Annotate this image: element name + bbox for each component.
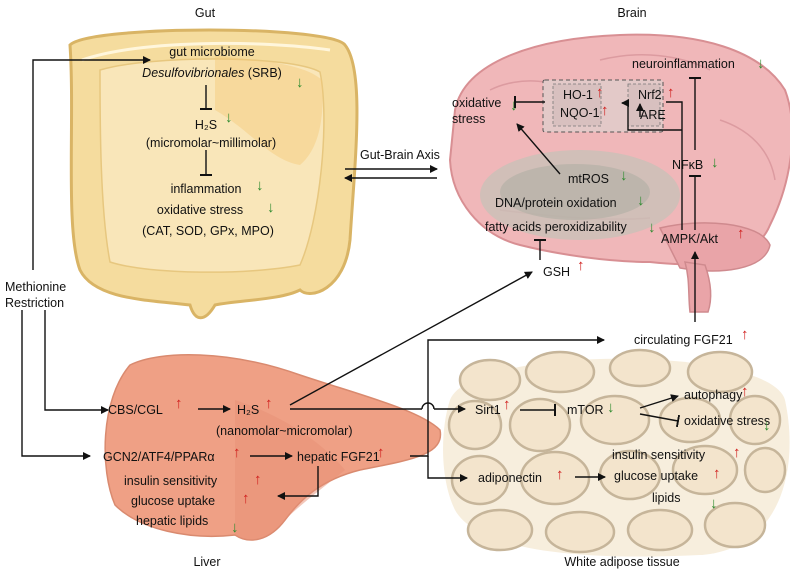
liver-organ-illustration bbox=[104, 354, 442, 541]
autophagy-up-arrow: ↑ bbox=[741, 383, 749, 400]
adipose-tissue-illustration bbox=[443, 348, 790, 557]
gsh-up-arrow: ↑ bbox=[577, 257, 585, 274]
sirt1-up-arrow: ↑ bbox=[503, 396, 511, 413]
gut-microbiome-label: gut microbiome bbox=[169, 45, 255, 59]
ho1-up-arrow: ↑ bbox=[596, 84, 604, 101]
brain-region-title: Brain bbox=[617, 6, 647, 20]
gut-brain-axis-label: Gut-Brain Axis bbox=[360, 148, 440, 162]
circulating-fgf21-label: circulating FGF21 bbox=[634, 333, 733, 347]
adipose-insulin-sensitivity-label: insulin sensitivity bbox=[612, 448, 706, 462]
mtros-down-arrow: ↓ bbox=[620, 167, 628, 184]
cbs-cgl-up-arrow: ↑ bbox=[175, 395, 183, 412]
adipose-lipids-label: lipids bbox=[652, 491, 681, 505]
hepatic-lipids-label: hepatic lipids bbox=[136, 514, 209, 528]
adipose-oxidative-stress-down-arrow: ↓ bbox=[763, 417, 771, 434]
liver-h2s-label: H₂S bbox=[237, 403, 260, 417]
gut-h2s-down-arrow: ↓ bbox=[225, 109, 233, 126]
brain-oxidative-stress-label-1: oxidative bbox=[452, 96, 502, 110]
dna-oxidation-down-arrow: ↓ bbox=[637, 192, 645, 209]
nqo1-label: NQO-1 bbox=[560, 106, 600, 120]
gut-h2s-label: H₂S bbox=[194, 118, 218, 132]
liver-glucose-up-arrow: ↑ bbox=[242, 490, 250, 507]
circulating-fgf21-up-arrow: ↑ bbox=[741, 326, 749, 343]
nfkb-label: NFκB bbox=[672, 158, 704, 172]
ampk-up-arrow: ↑ bbox=[737, 225, 745, 242]
gut-oxidative-stress-label: oxidative stress bbox=[156, 203, 244, 217]
adipose-glucose-uptake-label: glucose uptake bbox=[614, 469, 699, 483]
autophagy-label: autophagy bbox=[684, 388, 743, 402]
brain-oxidative-stress-label-2: stress bbox=[452, 112, 486, 126]
gut-organ-illustration bbox=[68, 28, 359, 320]
dna-protein-oxidation-label: DNA/protein oxidation bbox=[495, 196, 617, 210]
neuroinflammation-down-arrow: ↓ bbox=[757, 55, 765, 72]
adipose-insulin-up-arrow: ↑ bbox=[733, 444, 741, 461]
gut-region-title: Gut bbox=[194, 6, 216, 20]
ho1-label: HO-1 bbox=[563, 88, 593, 102]
adipose-glucose-up-arrow: ↑ bbox=[713, 465, 721, 482]
adipose-oxidative-stress-label: oxidative stress bbox=[684, 414, 771, 428]
neuroinflammation-label: neuroinflammation bbox=[632, 57, 735, 71]
adiponectin-label: adiponectin bbox=[478, 471, 542, 485]
adipose-region-title: White adipose tissue bbox=[564, 555, 680, 569]
srb-label: Desulfovibrionales (SRB) bbox=[142, 66, 282, 80]
adipose-lipids-down-arrow: ↓ bbox=[710, 495, 718, 512]
gut-oxidative-stress-down-arrow: ↓ bbox=[267, 199, 275, 216]
gcn2-atf4-ppara-label: GCN2/ATF4/PPARα bbox=[103, 450, 215, 464]
methionine-restriction-label-1: Methionine bbox=[5, 280, 67, 294]
mtros-label: mtROS bbox=[568, 172, 609, 186]
gcn2-up-arrow: ↑ bbox=[233, 444, 241, 461]
liver-insulin-up-arrow: ↑ bbox=[254, 471, 262, 488]
cbs-cgl-label: CBS/CGL bbox=[108, 403, 163, 417]
sirt1-label: Sirt1 bbox=[475, 403, 501, 417]
liver-glucose-uptake-label: glucose uptake bbox=[131, 494, 216, 508]
nqo1-up-arrow: ↑ bbox=[601, 102, 609, 119]
gut-antioxidant-markers: (CAT, SOD, GPx, MPO) bbox=[142, 224, 274, 238]
hepatic-fgf21-label: hepatic FGF21 bbox=[297, 450, 380, 464]
fatty-acids-down-arrow: ↓ bbox=[648, 219, 656, 236]
nrf2-label: Nrf2 bbox=[638, 88, 662, 102]
liver-insulin-sensitivity-label: insulin sensitivity bbox=[124, 474, 218, 488]
hepatic-lipids-down-arrow: ↓ bbox=[231, 519, 239, 536]
nfkb-down-arrow: ↓ bbox=[711, 154, 719, 171]
are-label: ARE bbox=[640, 108, 666, 122]
fatty-acids-peroxidizability-label: fatty acids peroxidizability bbox=[485, 220, 627, 234]
mtor-label: mTOR bbox=[567, 403, 604, 417]
adiponectin-up-arrow: ↑ bbox=[556, 466, 564, 483]
srb-down-arrow: ↓ bbox=[296, 74, 304, 91]
liver-h2s-up-arrow: ↑ bbox=[265, 395, 273, 412]
gut-inflammation-down-arrow: ↓ bbox=[256, 177, 264, 194]
mtor-down-arrow: ↓ bbox=[607, 399, 615, 416]
gut-h2s-concentration: (micromolar~millimolar) bbox=[145, 136, 277, 150]
liver-h2s-concentration: (nanomolar~micromolar) bbox=[216, 424, 353, 438]
nrf2-up-arrow: ↑ bbox=[667, 84, 675, 101]
methionine-restriction-label-2: Restriction bbox=[5, 296, 65, 310]
hepatic-fgf21-up-arrow: ↑ bbox=[377, 444, 385, 461]
gut-inflammation-label: inflammation bbox=[170, 182, 242, 196]
brain-oxidative-stress-down-arrow: ↓ bbox=[510, 97, 518, 114]
liver-region-title: Liver bbox=[193, 555, 221, 569]
ampk-akt-label: AMPK/Akt bbox=[661, 232, 718, 246]
brain-organ-illustration bbox=[448, 33, 790, 313]
gsh-label: GSH bbox=[543, 265, 571, 279]
pathway-arrows bbox=[21, 56, 701, 500]
